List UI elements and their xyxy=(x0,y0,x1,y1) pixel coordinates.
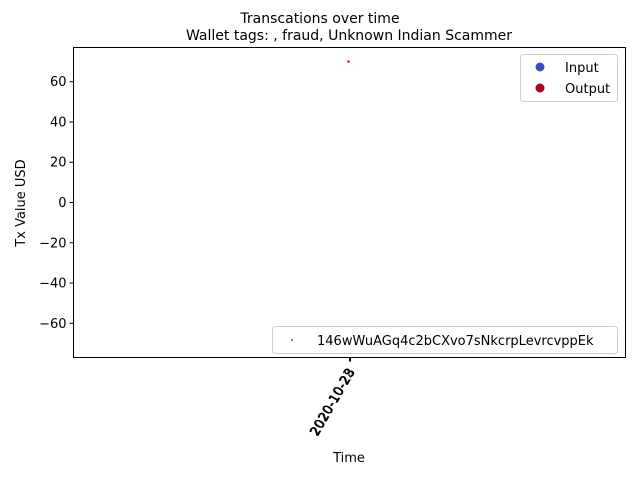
data-point xyxy=(347,60,350,63)
x-axis-label: Time xyxy=(332,451,365,466)
y-tick-label: 60 xyxy=(50,75,67,90)
legend-wallet-label: 146wWuAGq4c2bCXvo7sNkcrpLevrcvppEk xyxy=(317,334,594,349)
legend-input-label: Input xyxy=(565,61,599,76)
y-axis-ticks: −60 −40 −20 0 20 40 60 xyxy=(39,75,74,332)
y-tick-label: −60 xyxy=(39,317,66,332)
legend-wallet-box xyxy=(272,326,618,354)
y-tick-label: 40 xyxy=(50,115,67,130)
legend-wallet: 146wWuAGq4c2bCXvo7sNkcrpLevrcvppEk xyxy=(272,326,618,354)
legend-wallet-marker xyxy=(291,339,293,341)
y-axis-label: Tx Value USD xyxy=(14,159,29,247)
legend-main-box xyxy=(520,54,618,102)
y-tick-label: −40 xyxy=(39,277,66,292)
legend-output-label: Output xyxy=(565,82,610,97)
y-tick-label: −20 xyxy=(39,236,66,251)
y-tick-label: 20 xyxy=(50,156,67,171)
legend-output-marker xyxy=(535,83,545,93)
chart-suptitle: Transcations over time xyxy=(239,11,399,27)
legend-main: Input Output xyxy=(520,54,618,102)
chart-title: Wallet tags: , fraud, Unknown Indian Sca… xyxy=(186,28,512,44)
data-points xyxy=(347,60,350,63)
plot-frame xyxy=(73,47,626,358)
y-tick-label: 0 xyxy=(58,196,66,211)
legend-input-marker xyxy=(535,62,545,72)
